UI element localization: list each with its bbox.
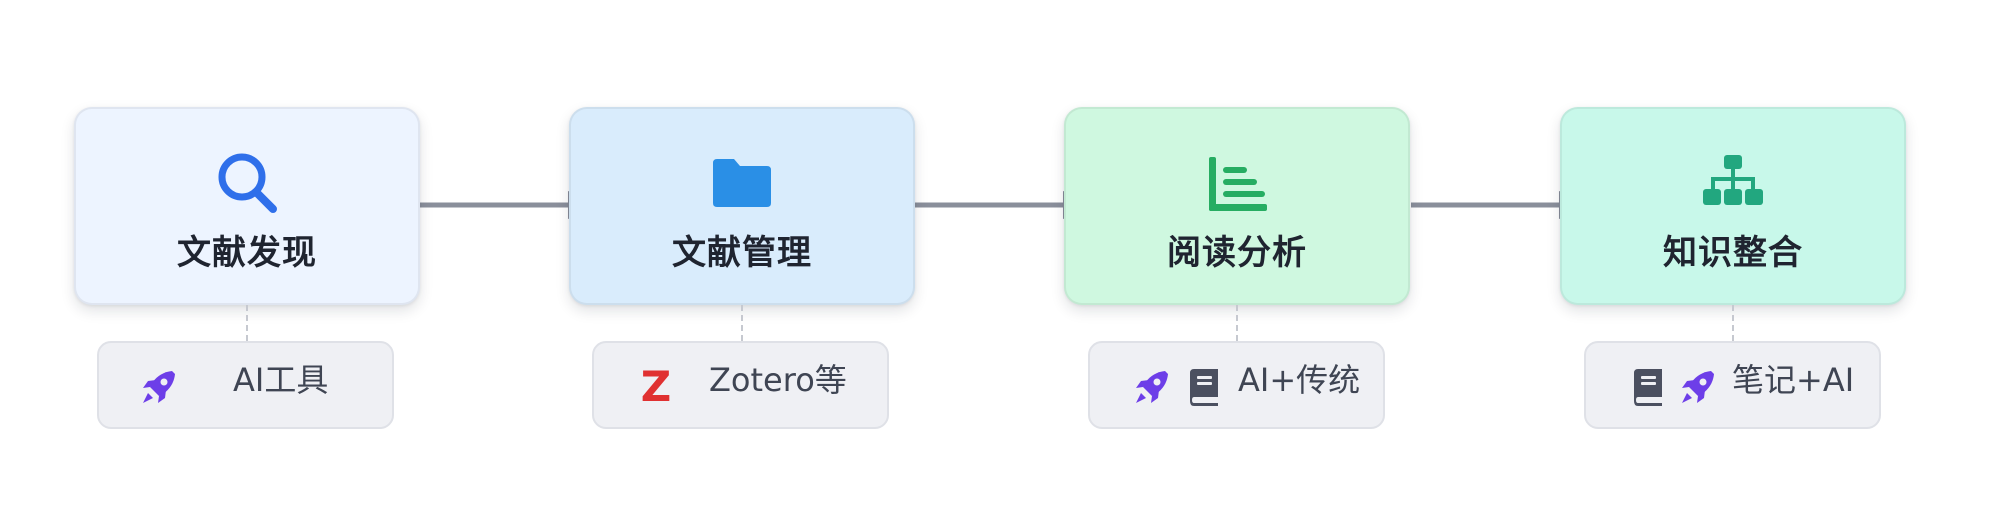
book-icon [1634,369,1662,406]
zotero-z-icon: Z [640,362,672,411]
dashed-connector [741,305,743,341]
stage-card-literature-discovery: 文献发现 [74,107,420,305]
tool-label: 笔记+AI [1732,361,1855,399]
dashed-connector [1236,305,1238,341]
tool-label: AI+传统 [1238,361,1361,399]
sitemap-icon [1703,155,1763,205]
stage-card-knowledge-integration: 知识整合 [1560,107,1906,305]
dashed-connector [1732,305,1734,341]
tool-box-zotero: Z Zotero等 [592,341,889,429]
tool-box-ai-traditional: AI+传统 [1088,341,1385,429]
tool-label: Zotero等 [709,361,847,399]
bar-chart-icon [1209,157,1267,211]
rocket-icon [1682,371,1714,403]
stage-card-literature-management: 文献管理 [569,107,915,305]
rocket-icon [1136,371,1168,403]
rocket-icon [143,371,175,403]
tool-box-ai-tools: AI工具 [97,341,394,429]
tool-label: AI工具 [233,361,329,399]
dashed-connector [246,305,248,341]
stage-title: 阅读分析 [1167,233,1307,273]
search-icon [218,153,277,213]
stage-card-reading-analysis: 阅读分析 [1064,107,1410,305]
stage-title: 文献管理 [672,233,812,273]
stage-title: 文献发现 [177,233,317,273]
stage-title: 知识整合 [1663,233,1803,273]
tool-box-notes-ai: 笔记+AI [1584,341,1881,429]
folder-icon [713,159,771,207]
book-icon [1190,369,1218,406]
